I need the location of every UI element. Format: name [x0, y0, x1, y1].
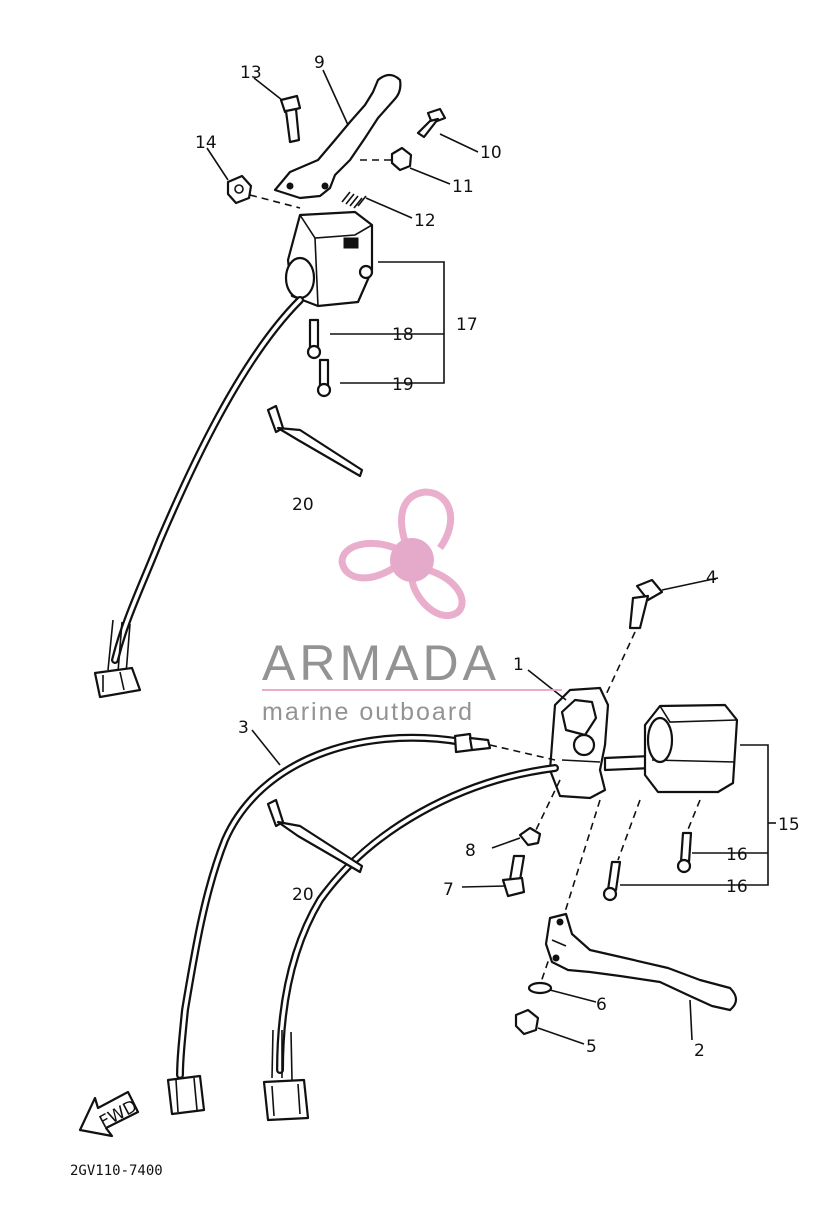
switch-housing-17	[284, 210, 374, 308]
callout-19: 19	[392, 375, 414, 395]
callout-4: 4	[706, 568, 717, 588]
cable-tie-20-bottom	[266, 798, 364, 874]
bolt-7	[501, 854, 526, 898]
watermark-brand: ARMADA	[262, 635, 500, 691]
callout-2: 2	[694, 1041, 705, 1061]
connector-left	[166, 1074, 206, 1116]
callout-10: 10	[480, 143, 502, 163]
callout-20-bottom: 20	[292, 885, 314, 905]
screw-19	[316, 358, 332, 398]
switch-housing-15	[643, 703, 739, 794]
callout-13: 13	[240, 63, 262, 83]
fwd-arrow-icon: FWD	[78, 1090, 141, 1138]
callout-6: 6	[596, 995, 607, 1015]
watermark: ARMADA marine outboard	[262, 488, 562, 726]
callout-16-lower: 16	[726, 877, 748, 897]
nut-14	[226, 174, 253, 205]
callout-18: 18	[392, 325, 414, 345]
callout-14: 14	[195, 133, 217, 153]
part-code: 2GV110-7400	[70, 1163, 163, 1179]
propeller-logo-icon	[338, 488, 466, 619]
callout-5: 5	[586, 1037, 597, 1057]
top-switch-cable	[107, 296, 304, 675]
callout-3: 3	[238, 718, 249, 738]
washer-6	[527, 981, 553, 995]
callout-8: 8	[465, 841, 476, 861]
washer-8	[518, 826, 542, 847]
watermark-tagline: marine outboard	[262, 698, 474, 726]
clutch-lever-2	[544, 912, 738, 1012]
screw-18	[306, 318, 322, 360]
screw-16-upper	[676, 831, 693, 874]
cable-3	[176, 732, 492, 1079]
bottom-switch-cable	[271, 764, 559, 1081]
spring-12	[341, 191, 367, 209]
bolt-13	[279, 94, 302, 144]
callout-12: 12	[414, 211, 436, 231]
callout-7: 7	[443, 880, 454, 900]
bolt-10	[416, 107, 447, 139]
nut-5	[514, 1008, 540, 1036]
top-connector	[93, 666, 142, 699]
callout-20-top: 20	[292, 495, 314, 515]
callout-1: 1	[513, 655, 524, 675]
callout-9: 9	[314, 53, 325, 73]
bolt-4	[628, 578, 664, 630]
bracket-1	[548, 686, 610, 800]
nut-11	[390, 146, 413, 172]
connector-right	[262, 1078, 310, 1122]
cable-tie-20-top	[266, 404, 364, 478]
callout-11: 11	[452, 177, 474, 197]
brake-lever-9	[273, 73, 402, 200]
screw-16-lower	[602, 860, 622, 902]
callout-17: 17	[456, 315, 478, 335]
callout-15: 15	[778, 815, 800, 835]
callout-16-upper: 16	[726, 845, 748, 865]
